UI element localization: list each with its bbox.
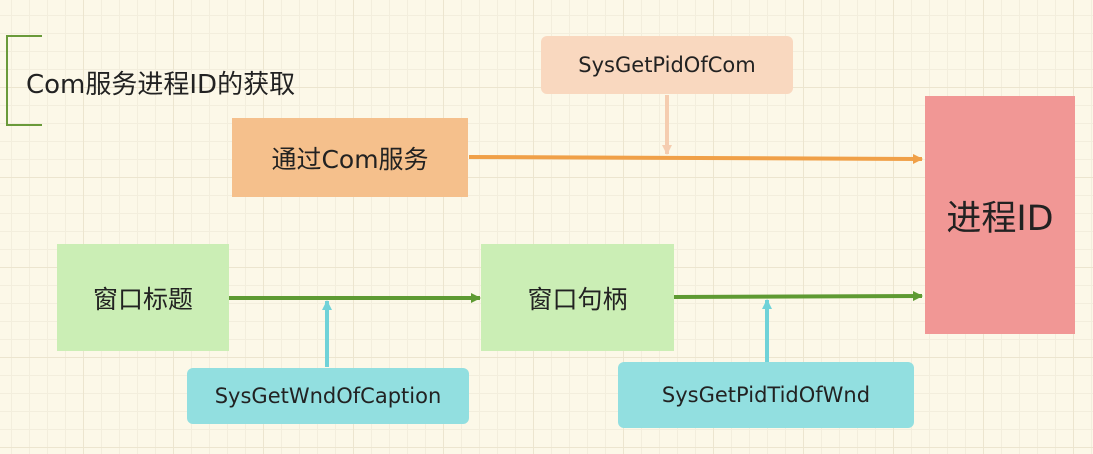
window-title-label: 窗口标题 bbox=[92, 284, 193, 314]
window-title-node[interactable]: 窗口标题 bbox=[57, 244, 229, 351]
arrow-com-to-pid bbox=[468, 153, 923, 164]
sysgetpidtidofwnd-node[interactable]: SysGetPidTidOfWnd bbox=[618, 362, 914, 428]
sysgetpidtidofwnd-label: SysGetPidTidOfWnd bbox=[661, 383, 871, 407]
diagram-title: Com服务进程ID的获取 bbox=[26, 70, 296, 100]
sysgetwndofcaption-label: SysGetWndOfCaption bbox=[214, 384, 442, 408]
sysgetwndofcaption-node[interactable]: SysGetWndOfCaption bbox=[187, 368, 469, 424]
sysgetpidofcom-node[interactable]: SysGetPidOfCom bbox=[541, 36, 793, 94]
sysgetpidofcom-label: SysGetPidOfCom bbox=[578, 53, 756, 77]
arrow-handle-to-pid bbox=[673, 291, 923, 302]
via-com-label: 通过Com服务 bbox=[271, 144, 429, 174]
process-id-label: 进程ID bbox=[946, 198, 1054, 239]
title-bracket bbox=[6, 35, 42, 126]
process-id-node[interactable]: 进程ID bbox=[925, 96, 1075, 334]
window-handle-label: 窗口句柄 bbox=[527, 284, 628, 314]
via-com-node[interactable]: 通过Com服务 bbox=[232, 118, 468, 197]
window-handle-node[interactable]: 窗口句柄 bbox=[481, 244, 674, 351]
